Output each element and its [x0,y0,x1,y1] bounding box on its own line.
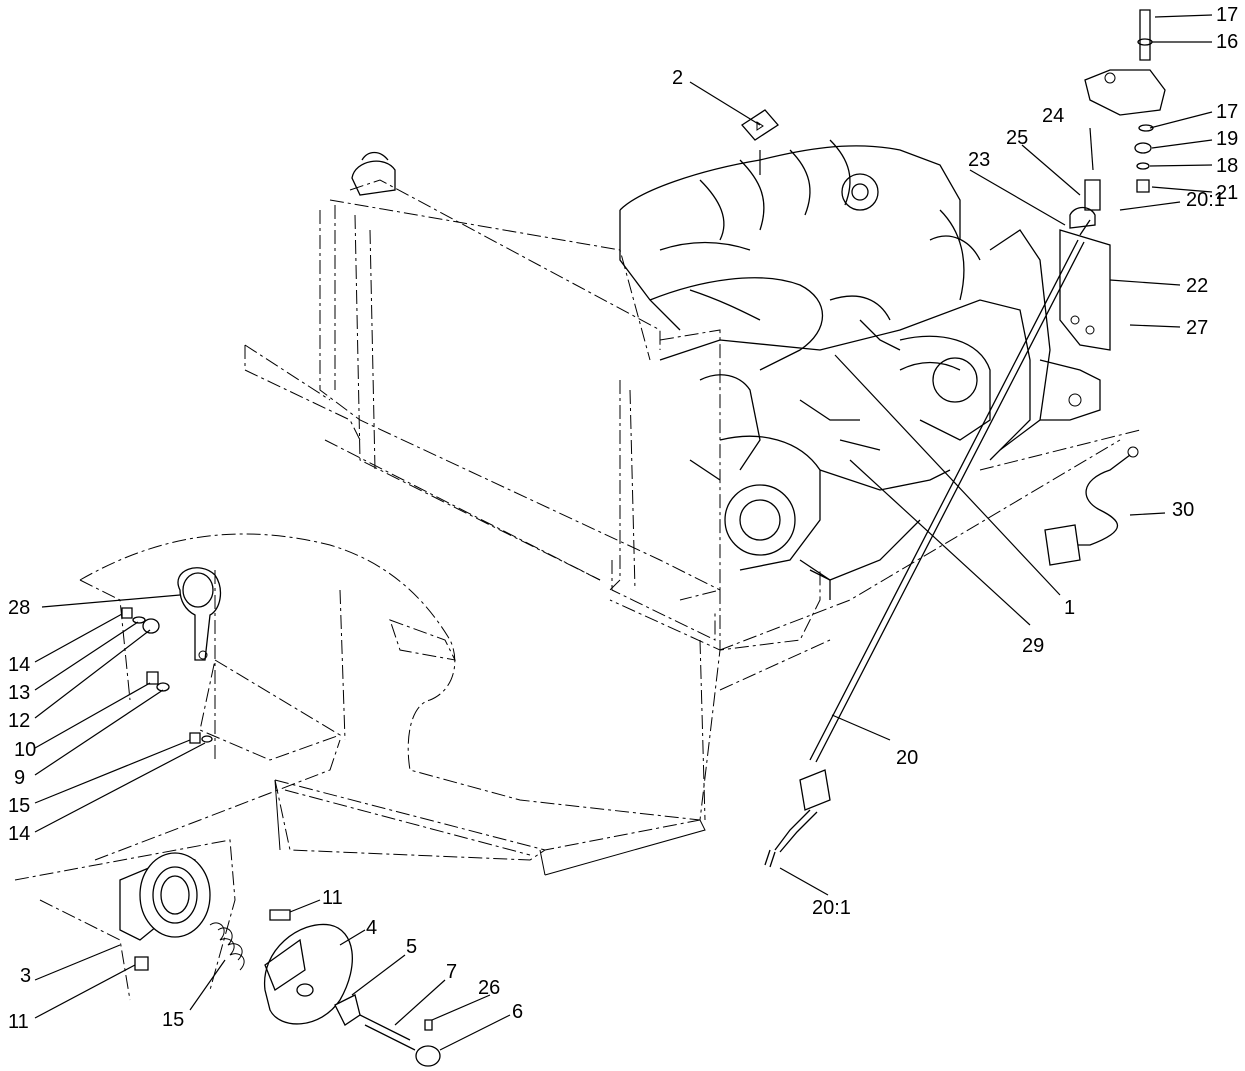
callout-11: 11 [322,887,343,909]
callout-25: 25 [1006,127,1029,149]
callout-28: 28 [8,597,31,619]
callout-16: 16 [1216,31,1239,53]
throttle-lever [1084,9,1166,193]
callout-20-1-top: 20:1 [1186,189,1225,211]
callout-9: 10 [14,739,37,761]
callout-3: 3 [20,965,32,987]
callout-17-lower: 18 [1216,155,1239,177]
callout-26: 26 [478,977,501,999]
engine [619,139,1101,651]
callout-20: 20 [896,747,919,769]
callout-2: 2 [672,67,684,89]
callout-14-lower: 15 [8,795,31,817]
wire-harness [1044,446,1139,566]
callout-20-1-bottom: 20:1 [812,897,851,919]
callout-30: 30 [1172,499,1195,521]
callout-12: 12 [8,710,31,732]
callout-22: 22 [1186,275,1209,297]
callout-24: 24 [1042,105,1065,127]
callout-23: 23 [968,149,991,171]
callout-4: 4 [366,917,378,939]
callout-19: 19 [1216,128,1239,150]
clamp-hardware [121,567,222,744]
callout-13-upper: 13 [8,682,31,704]
leader-lines [34,14,1213,1051]
radiator [244,151,721,641]
callout-18: 17 [1216,4,1239,26]
callout-17-upper: 17 [1216,101,1239,123]
callout-21: 21 [1216,182,1239,204]
callout-1: 1 [1064,597,1076,619]
callout-27: 27 [1186,317,1209,339]
callout-5: 5 [406,936,418,958]
callout-10: 11 [8,1011,29,1033]
callout-6: 6 [512,1001,524,1023]
callout-7: 7 [446,961,458,983]
frame-phantom [14,429,1141,1001]
callout-29: 29 [1022,635,1045,657]
callout-13-lower: 14 [8,823,31,845]
callout-8: 9 [14,767,26,789]
callout-14-upper: 14 [8,654,31,676]
clutch-assy [119,852,441,1067]
callout-15: 15 [162,1009,185,1031]
shroud [274,639,706,876]
throttle-cable [764,179,1111,868]
